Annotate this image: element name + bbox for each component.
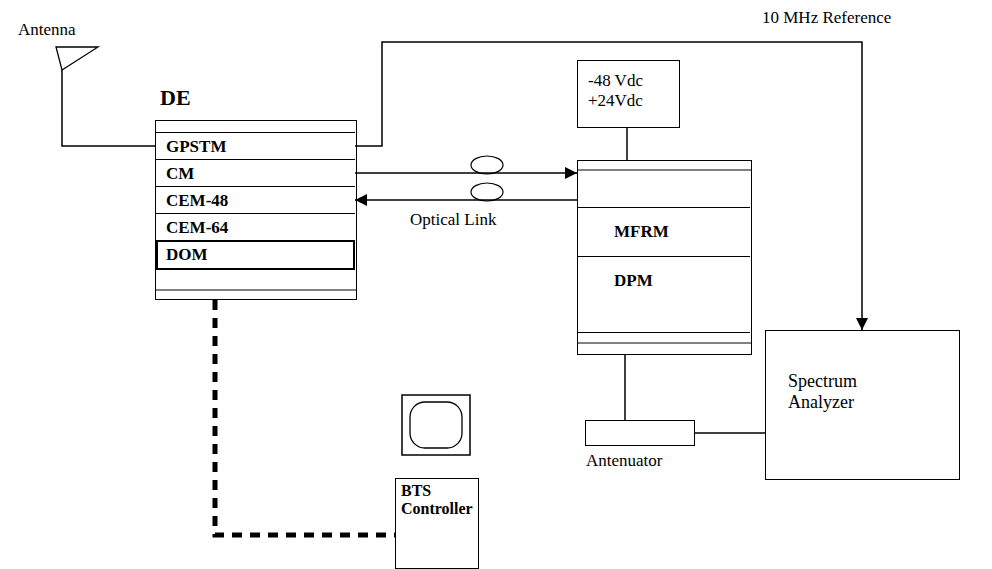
- radio-chassis: MFRM DPM: [577, 160, 752, 355]
- label-holder: 10 MHz Reference: [762, 8, 891, 28]
- signal-line: [355, 199, 577, 201]
- control-link: [215, 300, 395, 535]
- fiber-coil: [471, 183, 503, 201]
- unit-chassis: DEGPSTMCMCEM-48CEM-64DOM: [155, 120, 357, 300]
- signal-line: [355, 42, 862, 330]
- controller-box: BTS Controller: [395, 478, 479, 569]
- signal-label: 10 MHz Reference: [762, 8, 891, 28]
- module-slot: DPM: [578, 257, 750, 333]
- signal-line: [624, 355, 626, 420]
- chassis-strip: [155, 290, 357, 291]
- signal-line: [695, 432, 765, 434]
- monitor-screen: [410, 402, 462, 448]
- monitor-frame: [402, 395, 470, 455]
- node-label: DE: [160, 85, 191, 110]
- node-label: CEM-64: [166, 218, 228, 238]
- node-label: -48 Vdc +24Vdc: [588, 71, 668, 110]
- attenuator-box: Antenuator: [585, 420, 695, 446]
- antenna-wire: [62, 70, 155, 146]
- node-label: Spectrum Analyzer: [788, 371, 888, 412]
- module-slot: CM: [156, 159, 355, 187]
- signal-line: [355, 172, 577, 174]
- node-label: DPM: [614, 271, 653, 291]
- node-label: Antenuator: [586, 451, 662, 471]
- node-label: MFRM: [614, 222, 669, 242]
- node-label: DOM: [166, 245, 208, 265]
- module-slot: GPSTM: [156, 132, 355, 160]
- label-holder: Optical Link: [410, 210, 496, 230]
- chassis-strip: [577, 170, 752, 171]
- module-slot: DOM: [156, 240, 355, 270]
- signal-line: [626, 128, 628, 160]
- annotation-label: Optical Link: [410, 210, 496, 230]
- power-supply-box: -48 Vdc +24Vdc: [577, 60, 680, 128]
- fiber-coil: [471, 156, 503, 174]
- antenna-symbol: [56, 47, 98, 70]
- module-slot: CEM-48: [156, 186, 355, 214]
- label-holder: Antenna: [18, 20, 76, 40]
- node-label: GPSTM: [166, 137, 226, 157]
- module-slot: CEM-64: [156, 213, 355, 241]
- node-label: BTS Controller: [401, 482, 475, 519]
- annotation-label: Antenna: [18, 20, 76, 40]
- node-label: CEM-48: [166, 191, 228, 211]
- node-label: CM: [166, 164, 194, 184]
- analyzer-box: Spectrum Analyzer: [765, 330, 960, 480]
- module-slot: MFRM: [578, 207, 750, 257]
- chassis-strip: [577, 343, 752, 344]
